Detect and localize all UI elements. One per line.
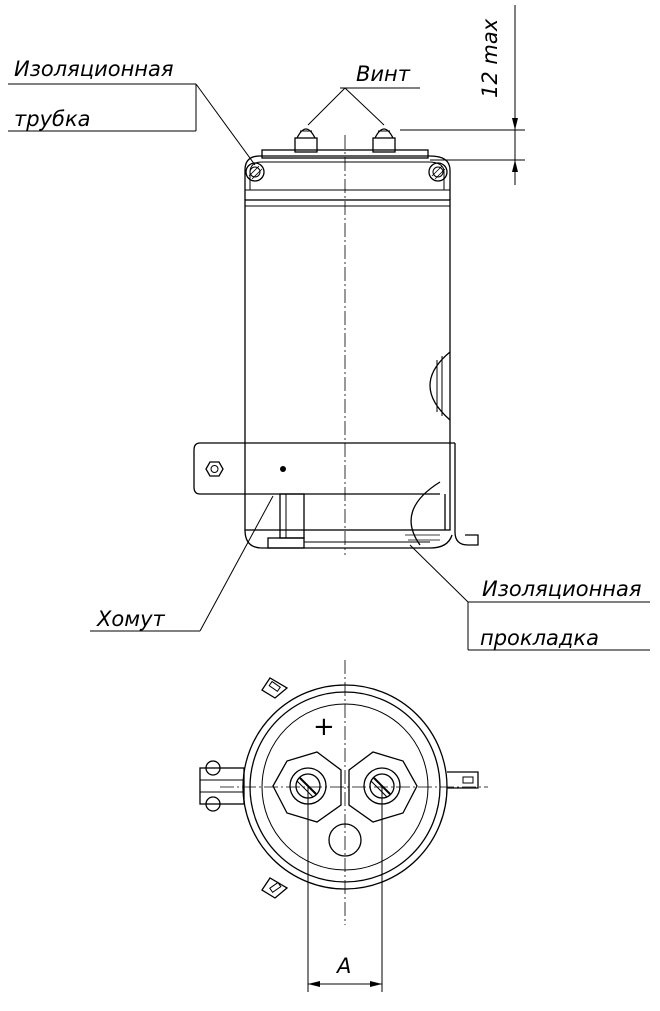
insulating-gasket-label-1: Изоляционная bbox=[482, 577, 642, 601]
mounting-tabs bbox=[261, 677, 479, 899]
dimension-a: A bbox=[307, 786, 383, 992]
top-view: + A bbox=[199, 660, 488, 992]
dimension-12max: 12 max bbox=[400, 5, 525, 185]
leader-clamp: Хомут bbox=[90, 495, 274, 632]
clamp bbox=[193, 442, 479, 549]
insulating-tube bbox=[245, 162, 448, 182]
insulating-tube-label-1: Изоляционная bbox=[14, 57, 174, 81]
clamp-bolt bbox=[199, 760, 245, 812]
side-view bbox=[193, 128, 479, 555]
screw-right bbox=[372, 128, 396, 153]
leader-insulating-tube: Изоляционная трубка bbox=[8, 57, 256, 166]
polarity-plus: + bbox=[313, 712, 335, 742]
leader-screw: Винт bbox=[307, 62, 420, 126]
screw-left bbox=[294, 128, 318, 153]
insulating-gasket-label-2: прокладка bbox=[480, 626, 599, 650]
insulating-tube-label-2: трубка bbox=[14, 107, 91, 131]
dimension-max-label: 12 max bbox=[478, 18, 502, 98]
center-vent bbox=[328, 823, 362, 857]
leader-insulating-gasket: Изоляционная прокладка bbox=[409, 544, 650, 651]
capacitor-body bbox=[244, 199, 451, 531]
dimension-a-label: A bbox=[335, 954, 351, 978]
clamp-label: Хомут bbox=[96, 607, 166, 631]
screw-label: Винт bbox=[356, 62, 411, 86]
